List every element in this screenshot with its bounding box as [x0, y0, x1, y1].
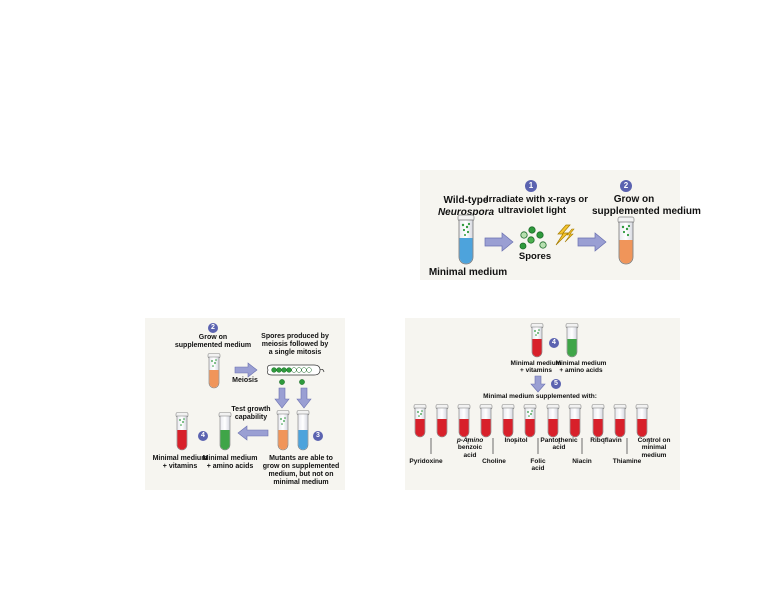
br-label-niacin: Niacin: [572, 458, 592, 465]
br-supplement-tube-2: [435, 404, 449, 438]
br-supplemented-with-label: Minimal medium supplemented with:: [483, 393, 597, 400]
br-supplement-tube-4: [479, 404, 493, 438]
bl-mutants-label: Mutants are able to grow on supplemented…: [262, 455, 340, 487]
step-2-badge: 2: [620, 180, 632, 192]
br-label-thiamine: Thiamine: [612, 458, 642, 465]
br-supplement-tube-7: [546, 404, 560, 438]
bl-test-arrow: [237, 425, 269, 441]
bl-amino-label: Minimal medium + amino acids: [202, 455, 258, 471]
br-supplement-tube-3: [457, 404, 471, 438]
bottom-left-panel: [145, 318, 345, 490]
bottom-right-panel: [405, 318, 680, 490]
br-down-arrow: [530, 375, 546, 393]
br-step-5-badge: 5: [551, 379, 561, 389]
irradiate-label: Irradiate with x-rays or ultraviolet lig…: [486, 194, 588, 216]
bl-meiosis-arrow: [234, 362, 258, 378]
br-supplement-tube-6: [523, 404, 537, 438]
bl-supplemented-tube: [207, 353, 221, 389]
bl-vitamins-label: Minimal medium + vitamins: [152, 455, 208, 471]
bl-isolated-spores: [279, 379, 305, 385]
br-step-4-badge: 4: [549, 338, 559, 348]
bl-step-4-badge: 4: [198, 431, 208, 441]
br-supplement-tube-11: [635, 404, 649, 438]
wildtype-tube: [457, 214, 475, 265]
br-label-inositol: Inositol: [504, 437, 528, 444]
bl-grow-label: Grow on supplemented medium: [174, 334, 252, 350]
bl-ascus: [267, 364, 325, 376]
br-label-pyridoxine: Pyridoxine: [409, 458, 443, 465]
grow-supplemented-label: Grow on supplemented medium: [592, 194, 701, 217]
br-label-paba: p-Amino benzoic acid: [456, 437, 484, 459]
br-label-ticks: [430, 438, 650, 454]
br-supplement-tube-8: [568, 404, 582, 438]
br-vitamins-label: Minimal medium + vitamins: [510, 360, 562, 375]
top-arrow-2: [577, 232, 607, 252]
br-supplement-tube-5: [501, 404, 515, 438]
br-label-choline: Choline: [482, 458, 506, 465]
lightning-icon: [555, 224, 575, 246]
br-vitamins-tube: [530, 323, 544, 358]
bl-amino-tube: [218, 412, 232, 451]
br-label-pantothenic: Pantothenic acid: [540, 437, 578, 452]
br-label-folic-acid: Folic acid: [530, 458, 546, 473]
minimal-medium-label: Minimal medium: [428, 267, 508, 278]
wildtype-label: Wild-type Neurospora: [437, 195, 495, 218]
bl-test-tube-minimal: [296, 410, 310, 451]
bl-down-arrows: [274, 387, 312, 409]
spores-label: Spores: [518, 251, 552, 262]
top-arrow-1: [484, 232, 514, 252]
bl-step-2-badge: 2: [208, 323, 218, 333]
bl-step-3-badge: 3: [313, 431, 323, 441]
bl-vitamins-tube: [175, 412, 189, 451]
br-supplement-tube-10: [613, 404, 627, 438]
bl-meiosis-label: Meiosis: [232, 377, 258, 384]
br-label-control: Control on minimal medium: [637, 437, 671, 459]
br-label-riboflavin: Riboflavin: [590, 437, 622, 444]
br-amino-tube: [565, 323, 579, 358]
bl-test-growth-label: Test growth capability: [231, 406, 271, 422]
br-supplement-tube-1: [413, 404, 427, 438]
br-amino-label: Minimal medium + amino acids: [555, 360, 607, 375]
bl-test-tube-supplemented: [276, 410, 290, 451]
bl-spores-text: Spores produced by meiosis followed by a…: [261, 333, 329, 357]
step-1-badge: 1: [525, 180, 537, 192]
spores-cluster: [519, 226, 547, 250]
supplemented-tube: [617, 216, 635, 265]
br-supplement-tube-9: [591, 404, 605, 438]
